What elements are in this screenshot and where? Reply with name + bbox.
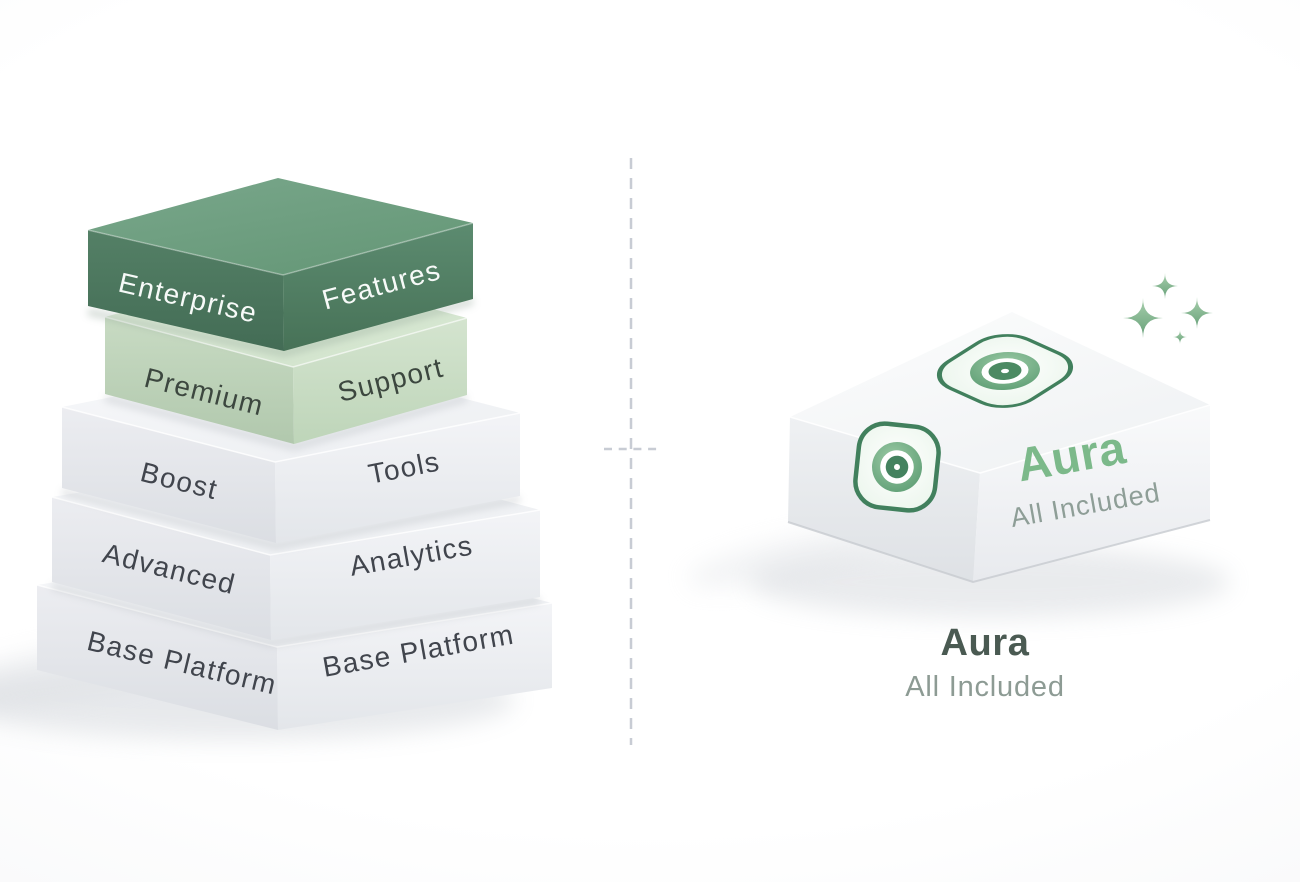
enterprise-right-face	[283, 223, 473, 351]
aura-box-right-face	[973, 405, 1210, 582]
advanced-right-face	[270, 510, 540, 640]
sparkles	[1123, 273, 1213, 344]
aura-logo-icon-front	[853, 421, 941, 513]
sparkle-icon-top	[1152, 273, 1178, 299]
premium-left-face	[105, 317, 294, 444]
advanced-edge-highlight	[51, 496, 541, 556]
aura-box-edge-highlight	[789, 404, 1211, 474]
sparkle-icon-right	[1181, 297, 1213, 329]
boost-left-face	[62, 407, 276, 543]
caption-title: Aura	[941, 622, 1030, 664]
base-left-face	[37, 585, 278, 730]
boost-edge-highlight	[61, 406, 521, 463]
divider	[604, 158, 660, 745]
enterprise-edge-highlight	[87, 222, 474, 276]
boost-right-face	[275, 413, 520, 543]
sparkle-icon-small	[1173, 330, 1187, 344]
enterprise-contact-shadow	[87, 297, 474, 357]
caption-subtitle: All Included	[905, 671, 1065, 703]
feature-stack: Base Platform Base Platform Advanced Ana…	[36, 178, 553, 730]
aura-box: Aura All Included	[787, 273, 1213, 584]
premium-right-face	[293, 318, 467, 444]
premium-edge-highlight	[104, 316, 468, 368]
aura-logo-icon-top	[936, 334, 1074, 408]
enterprise-left-face	[88, 230, 284, 351]
sparkle-icon-large	[1123, 298, 1163, 338]
enterprise-top-face	[88, 178, 473, 275]
advanced-left-face	[52, 497, 271, 640]
boost-contact-shadow	[61, 488, 521, 550]
aura-box-shadow	[750, 546, 1230, 618]
premium-contact-shadow	[104, 394, 468, 451]
stack-layer-enterprise: Enterprise Features	[87, 178, 474, 351]
aura-caption: Aura All Included	[905, 622, 1065, 703]
advanced-contact-shadow	[51, 582, 541, 647]
base-right-face	[277, 603, 552, 730]
aura-box-bottom-edge	[787, 519, 1211, 584]
